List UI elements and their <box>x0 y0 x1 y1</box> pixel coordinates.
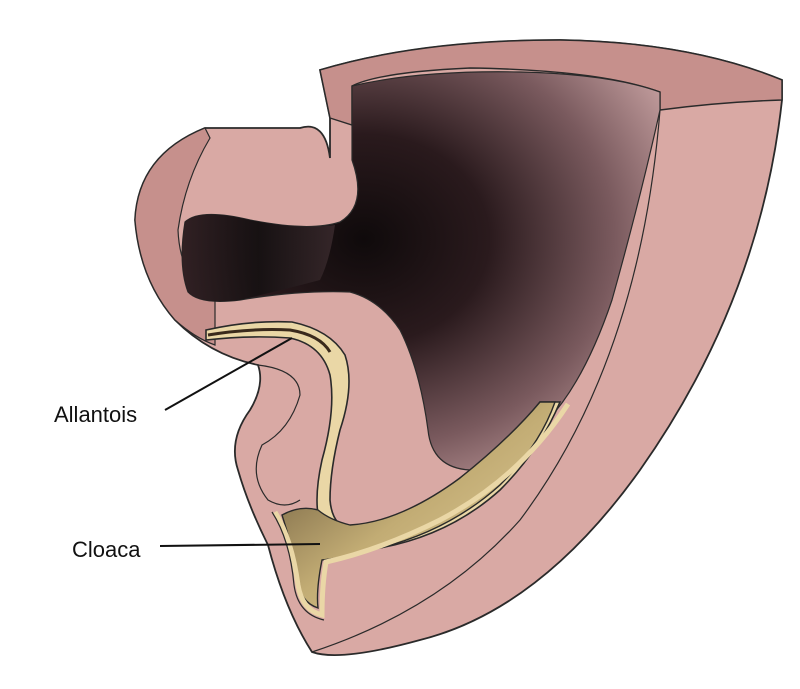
allantois-lumen-line <box>207 328 332 353</box>
outer-surface-edge <box>311 109 661 653</box>
ventral-fold-outline <box>255 364 301 506</box>
cloaca-leader-line <box>159 543 321 547</box>
allantois-label: Allantois <box>54 402 138 427</box>
allantois-leader-line <box>164 337 293 411</box>
top-rim-cut-surface <box>319 39 783 126</box>
foregut-tube <box>182 214 335 302</box>
cloaca-label: Cloaca <box>72 537 141 562</box>
cloaca-endoderm-rim <box>272 402 571 619</box>
cloaca-endoderm-outline <box>271 511 325 621</box>
